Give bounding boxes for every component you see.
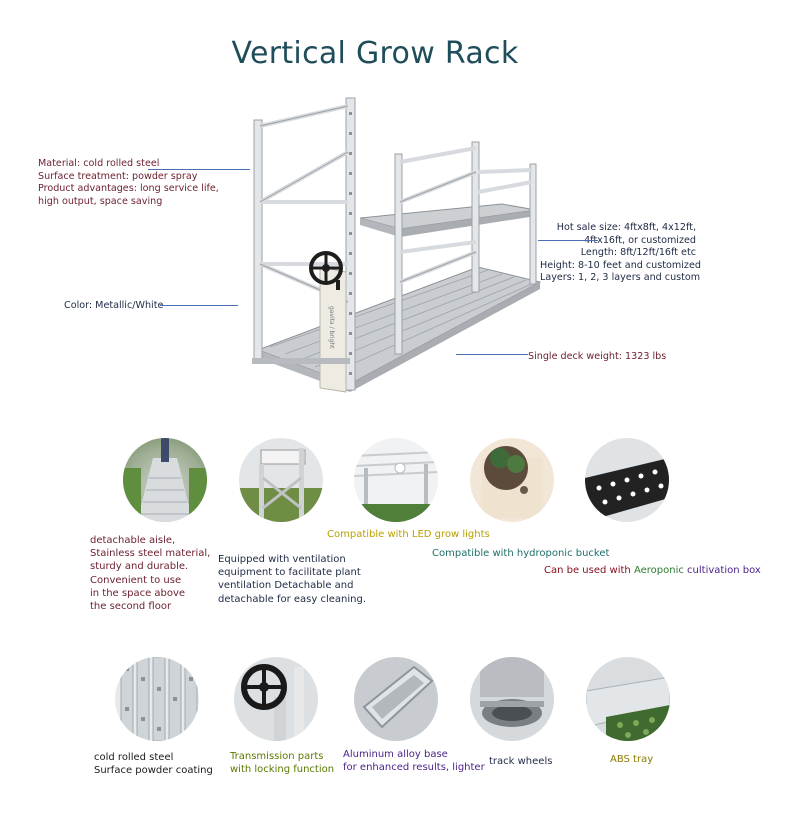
caption-steel: cold rolled steel Surface powder coating [94, 751, 213, 777]
caption-ventilation-line: equipment to facilitate plant [218, 567, 361, 579]
steel-photo [115, 657, 199, 741]
caption-hydroponic: Compatible with hydroponic bucket [432, 548, 610, 559]
caption-ventilation-line: Equipped with ventilation [218, 554, 346, 565]
caption-steel-line: Surface powder coating [94, 765, 213, 777]
caption-aisle-line: in the space above [90, 587, 186, 599]
caption-transmission: Transmission parts with locking function [230, 750, 334, 776]
caption-aeroponic-part: Aeroponic [633, 565, 684, 576]
spec-layers: Layers: 1, 2, 3 layers and custom [540, 272, 701, 284]
caption-steel-line: cold rolled steel [94, 752, 174, 763]
caption-aisle-line: detachable aisle, [90, 535, 176, 546]
aeroponic-photo [585, 438, 669, 522]
leader-line [456, 354, 528, 355]
aluminum-base-photo [354, 657, 438, 741]
caption-track-wheels: track wheels [489, 756, 553, 767]
hydroponic-photo [470, 438, 554, 522]
caption-ventilation-line: ventilation Detachable and [218, 580, 354, 592]
caption-transmission-line: Transmission parts [230, 751, 324, 762]
spec-material: Material: cold rolled steel [38, 158, 160, 169]
ventilation-photo [239, 438, 323, 522]
caption-aeroponic: Can be used with Aeroponic cultivation b… [544, 564, 761, 577]
caption-aluminum: Aluminum alloy base for enhanced results… [343, 748, 485, 774]
caption-ventilation-line: detachable for easy cleaning. [218, 593, 367, 605]
spec-size: Hot sale size: 4ftx8ft, 4x12ft, [556, 222, 696, 233]
caption-aisle-line: the second floor [90, 601, 172, 613]
leader-line [160, 305, 238, 306]
caption-aluminum-line: for enhanced results, lighter [343, 762, 485, 774]
caption-aisle: detachable aisle, Stainless steel materi… [90, 534, 210, 613]
caption-aisle-line: sturdy and durable. [90, 561, 189, 573]
spec-surface: Surface treatment: powder spray [38, 170, 198, 182]
rack-sign-text: gavita / bright [328, 306, 335, 349]
abs-tray-photo [586, 657, 670, 741]
spec-size-cont: 4ftx16ft, or customized [584, 234, 696, 246]
spec-advantages-cont: high output, space saving [38, 195, 163, 207]
caption-ventilation: Equipped with ventilation equipment to f… [218, 553, 366, 606]
spec-height: Height: 8-10 feet and customized [540, 259, 701, 271]
spec-deck-weight: Single deck weight: 1323 lbs [528, 351, 667, 362]
aisle-photo [123, 438, 207, 522]
spec-color: Color: Metallic/White [64, 300, 164, 311]
specs-right: Hot sale size: 4ftx8ft, 4x12ft, 4ftx16ft… [540, 222, 701, 285]
caption-aluminum-line: Aluminum alloy base [343, 749, 448, 760]
caption-aisle-line: Stainless steel material, [90, 548, 211, 560]
caption-abs-tray: ABS tray [610, 754, 654, 765]
leader-line [148, 169, 250, 170]
caption-aisle-line: Convenient to use [90, 574, 182, 586]
specs-left: Material: cold rolled steel Surface trea… [38, 158, 219, 208]
page-title: Vertical Grow Rack [231, 36, 519, 71]
track-wheels-photo [470, 657, 554, 741]
grow-rack-image: gavita / bright [252, 97, 542, 393]
hand-wheel-icon [309, 251, 343, 290]
caption-aeroponic-part: cultivation box [683, 565, 761, 576]
spec-advantages: Product advantages: long service life, [38, 183, 219, 195]
leader-line [538, 240, 598, 241]
led-lights-photo [354, 438, 438, 522]
caption-transmission-line: with locking function [230, 764, 335, 776]
spec-length: Length: 8ft/12ft/16ft etc [580, 247, 696, 259]
transmission-photo [234, 657, 318, 741]
caption-aeroponic-part: Can be used with [544, 565, 634, 576]
caption-led: Compatible with LED grow lights [327, 529, 490, 540]
